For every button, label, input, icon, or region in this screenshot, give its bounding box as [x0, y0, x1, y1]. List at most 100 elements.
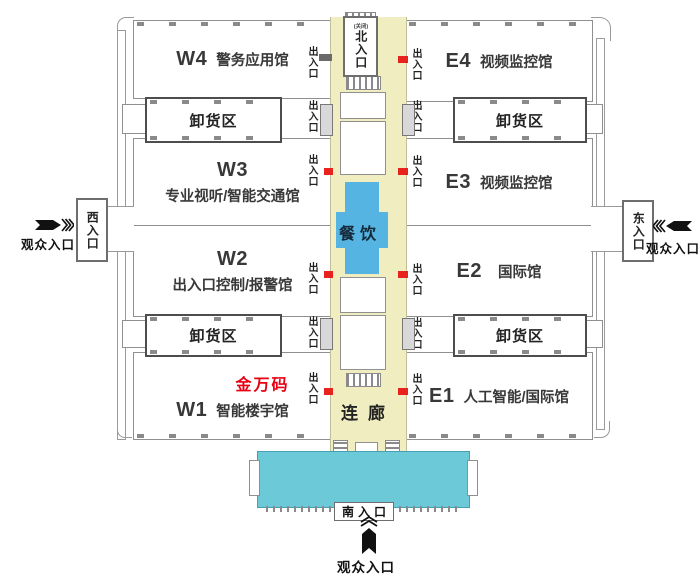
hall-name: 视频监控馆 [479, 176, 553, 192]
exit-door-label: 出入口 [410, 263, 421, 296]
stairwell-box [340, 277, 386, 313]
corridor-label: 连廊 [341, 404, 395, 423]
exit-door-label: 出入口 [306, 154, 317, 187]
hall-name: 人工智能/国际馆 [463, 389, 569, 406]
stair-hatch-top [346, 76, 381, 90]
stairwell-box [340, 121, 386, 175]
exit-doorway [320, 104, 333, 136]
south-dock-hatch [392, 506, 458, 512]
exit-door-label: 出入口 [306, 100, 317, 133]
corner-top-left [117, 17, 134, 33]
exit-door-label: 出入口 [410, 48, 421, 81]
dining-area [336, 212, 388, 248]
column-ticks [458, 350, 582, 354]
hall-e4: E4 视频监控馆 [405, 20, 593, 102]
column-ticks [458, 100, 582, 104]
west-entrance-box: 西入口 [76, 198, 108, 262]
visitor-entrance-label: 观众入口 [21, 238, 76, 252]
column-ticks [137, 434, 328, 438]
column-ticks [150, 317, 277, 321]
hall-e1: E1 人工智能/国际馆 [405, 352, 593, 440]
east-entrance-box: 东入口 [622, 200, 654, 262]
hall-name: 专业视听/智能交通馆 [165, 189, 300, 205]
north-entrance-box: (关闭) 北入口 [343, 16, 378, 77]
exit-marker [398, 168, 408, 175]
east-connector [591, 206, 623, 252]
dock-label: 卸货区 [495, 112, 544, 130]
south-building-tab [249, 460, 260, 496]
dining-label: 餐饮 [339, 226, 382, 243]
visitor-entrance-label: 观众入口 [646, 242, 700, 256]
hall-name: 智能楼宇馆 [216, 403, 289, 420]
hall-e2: E2 国际馆 [405, 225, 593, 317]
dock-label: 卸货区 [189, 112, 238, 130]
visitor-arrow-south-icon [358, 515, 380, 555]
column-ticks [137, 22, 328, 26]
south-entrance-label: 南入口 [341, 505, 390, 519]
exit-door-label: 出入口 [410, 100, 421, 133]
exit-marker [324, 168, 333, 175]
stairwell-box [340, 315, 386, 370]
exit-marker [324, 271, 333, 278]
stairwell-box [340, 92, 386, 119]
exit-marker-gray [319, 54, 332, 61]
column-ticks [458, 317, 582, 321]
hall-code: W2 [217, 247, 248, 270]
stair-hatch-bottom [346, 373, 381, 387]
exit-doorway [402, 104, 415, 136]
hall-name: 视频监控馆 [479, 54, 553, 71]
column-ticks [150, 100, 277, 104]
visitor-arrow-east-icon [653, 218, 693, 234]
hall-name: 出入口控制/报警馆 [172, 277, 293, 294]
exit-door-label: 出入口 [410, 155, 421, 188]
brand-label: 金万码 [235, 376, 290, 394]
hall-w3: W3 专业视听/智能交通馆 [133, 138, 332, 227]
corner-bottom-right [594, 421, 610, 438]
south-building-tab [467, 460, 478, 496]
hall-code: E1 [429, 384, 455, 407]
hall-code: W4 [176, 48, 208, 70]
hall-code: W3 [217, 159, 248, 181]
exit-door-label: 出入口 [306, 46, 317, 79]
hall-w4: W4 警务应用馆 [133, 20, 332, 99]
column-ticks [150, 350, 277, 354]
hall-code: E2 [456, 259, 482, 282]
visitor-entrance-label: 观众入口 [337, 560, 395, 575]
north-closed-note: (关闭) [353, 24, 368, 30]
hall-e3: E3 视频监控馆 [405, 138, 593, 227]
west-entrance-label: 西入口 [85, 210, 100, 250]
hall-name: 国际馆 [497, 264, 542, 281]
hall-w1: 金万码 W1 智能楼宇馆 [133, 352, 332, 440]
dock-west-upper: 卸货区 [145, 97, 282, 143]
east-entrance-label: 东入口 [631, 211, 646, 251]
exit-doorway [402, 318, 415, 350]
exit-door-label: 出入口 [306, 262, 317, 295]
hall-name: 警务应用馆 [216, 53, 289, 69]
hall-w2: W2 出入口控制/报警馆 [133, 225, 332, 317]
visitor-arrow-west-icon [34, 217, 74, 233]
south-dock-hatch [266, 506, 333, 512]
hall-code: W1 [176, 398, 208, 421]
dock-west-lower: 卸货区 [145, 314, 282, 357]
exit-marker [398, 271, 408, 278]
exit-marker [398, 388, 408, 395]
west-connector [103, 206, 134, 252]
hall-code: E4 [445, 49, 471, 72]
corner-bottom-left [117, 423, 132, 438]
column-ticks [150, 136, 277, 140]
exit-marker [398, 56, 408, 63]
corner-top-right [591, 17, 611, 41]
dock-east-lower: 卸货区 [453, 314, 587, 357]
south-entrance-building [257, 451, 470, 508]
dock-label: 卸货区 [189, 328, 238, 345]
exit-door-label: 出入口 [306, 372, 317, 405]
column-ticks [409, 22, 589, 26]
exit-door-label: 出入口 [410, 373, 421, 406]
column-ticks [458, 136, 582, 140]
column-ticks [409, 434, 589, 438]
exit-door-label: 出入口 [410, 317, 421, 350]
exit-marker [324, 388, 333, 395]
dock-anchor [122, 104, 148, 134]
dock-east-upper: 卸货区 [453, 97, 587, 143]
